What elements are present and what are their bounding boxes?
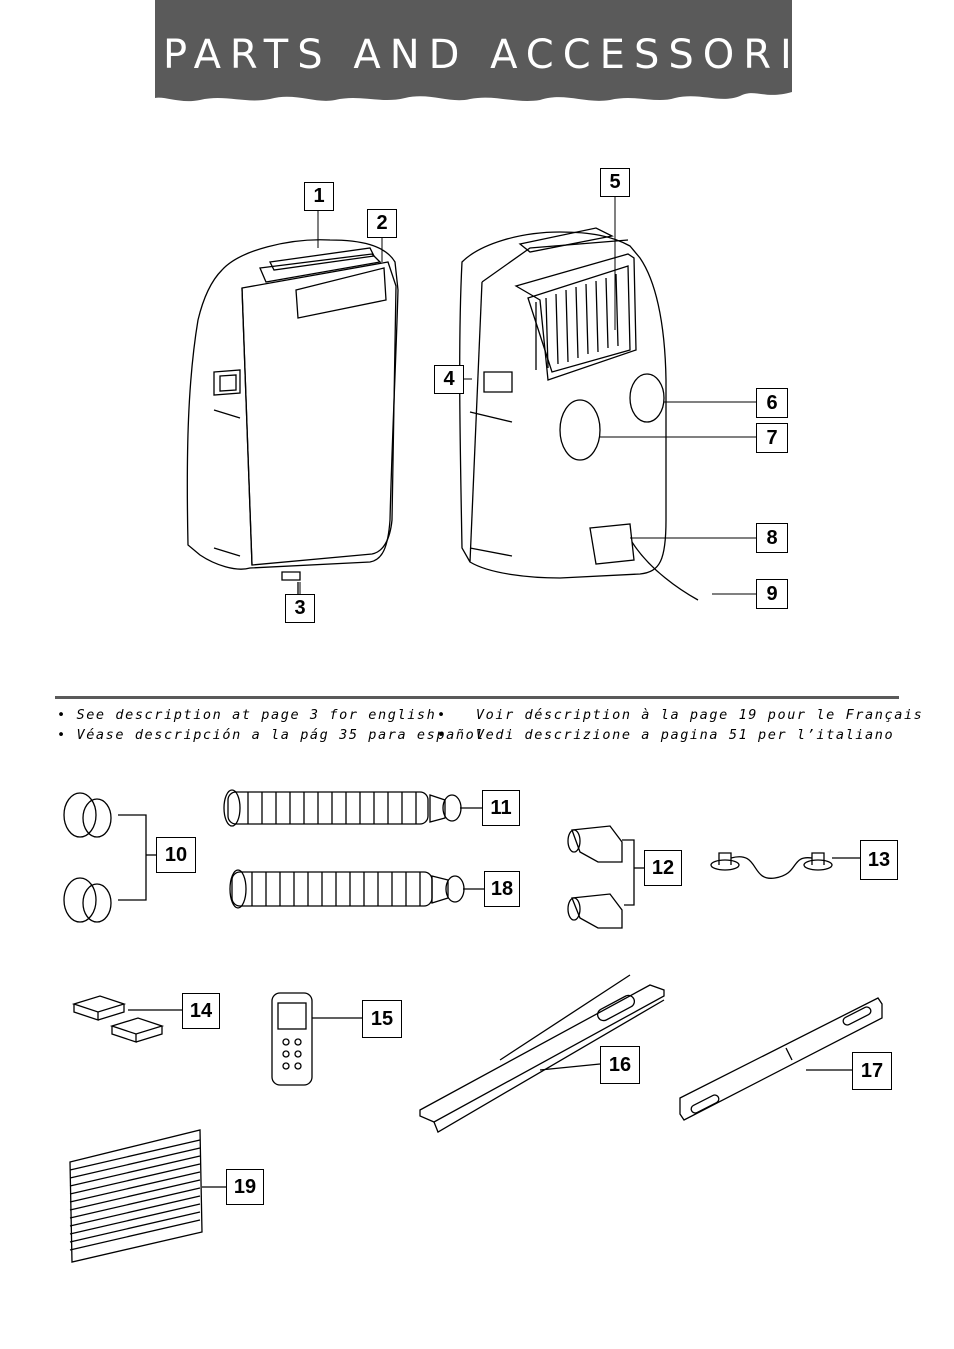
note-italian: • Vedi descrizione a pagina 51 per l’ita… [437,727,894,743]
note-text: Vedi descrizione a pagina 51 per l’itali… [475,727,895,743]
callout-16: 16 [600,1046,640,1084]
extension-drawing [679,997,883,1121]
note-bullet: • [57,727,67,743]
callout-7: 7 [756,423,788,453]
callout-17: 17 [852,1052,892,1090]
title-banner [155,0,792,102]
leader-lines [299,197,756,595]
callout-6: 6 [756,388,788,418]
remote-drawing [271,992,362,1086]
back-unit-drawing [459,227,699,601]
note-bullet: • [437,707,447,723]
callout-12: 12 [644,850,682,886]
filter-drawing [71,995,182,1043]
sensor-cable-drawing [710,852,860,879]
callout-3: 3 [285,594,315,623]
note-french: • Voir déscription à la page 19 pour le … [437,707,923,723]
window-kit-drawing [419,974,665,1133]
note-bullet: • [437,727,447,743]
callout-15: 15 [362,1000,402,1038]
callout-11: 11 [482,790,520,826]
note-spanish: • Véase descripción a la pág 35 para esp… [57,727,485,743]
callout-18: 18 [484,871,520,907]
callout-1: 1 [304,182,334,211]
callout-4: 4 [434,365,464,394]
callout-13: 13 [860,840,898,880]
note-english: • See description at page 3 for english [57,707,436,723]
callout-19: 19 [226,1169,264,1205]
callout-2: 2 [367,209,397,238]
note-text: Voir déscription à la page 19 pour le Fr… [475,707,924,723]
front-unit-drawing [186,239,399,594]
callout-10: 10 [156,837,196,873]
hose-drawing [223,789,484,909]
section-divider [55,696,899,699]
callout-5: 5 [600,168,630,197]
note-bullet: • [57,707,67,723]
window-adapter-drawing [63,792,156,923]
callout-14: 14 [182,993,220,1029]
callout-9: 9 [756,579,788,609]
adaptor-drawing [567,825,644,929]
screen-drawing [69,1129,226,1263]
page-title: PARTS AND ACCESSORIES [163,32,870,78]
note-text: See description at page 3 for english [76,707,437,723]
note-text: Véase descripción a la pág 35 para españ… [76,727,486,743]
callout-8: 8 [756,523,788,553]
